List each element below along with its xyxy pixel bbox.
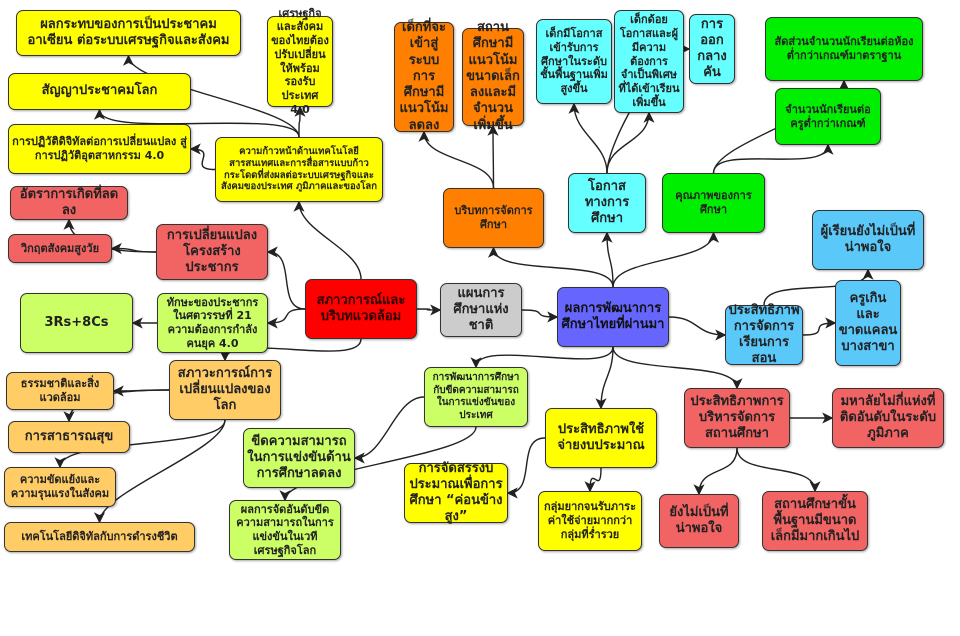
node-ict-advance[interactable]: ความก้าวหน้าด้านเทคโนโลยีสารสนเทศและการส… bbox=[215, 137, 383, 202]
node-past-education-results[interactable]: ผลการพัฒนาการศึกษาไทยที่ผ่านมา bbox=[557, 287, 669, 347]
node-competitiveness-ranking[interactable]: ผลการจัดอันดับขีดความสามารถในการแข่งขันใ… bbox=[229, 500, 341, 560]
connector-arrow bbox=[93, 108, 300, 138]
node-education-context[interactable]: บริบทการจัดการศึกษา bbox=[443, 188, 544, 248]
connector-arrow bbox=[693, 447, 738, 496]
node-social-contract[interactable]: สัญญาประชาคมโลก bbox=[8, 73, 191, 110]
connector-arrow bbox=[266, 308, 306, 329]
node-disadvantaged-enrollment[interactable]: เด็กด้อยโอกาสและผู้มีความต้องการจำเป็นพิ… bbox=[614, 10, 684, 113]
node-teacher-shortage[interactable]: ครูเกินและขาดแคลนบางสาขา bbox=[835, 280, 901, 366]
connector-arrow bbox=[612, 231, 720, 288]
connector-arrow bbox=[487, 124, 499, 189]
node-birth-rate[interactable]: อัตราการเกิดที่ลดลง bbox=[10, 186, 128, 220]
node-digital-living[interactable]: เทคโนโลยีดิจิทัลกับการดำรงชีวิต bbox=[4, 522, 195, 552]
node-budget-allocation[interactable]: การจัดสรรงบประมาณเพื่อการศึกษา “ค่อนข้าง… bbox=[404, 461, 508, 524]
node-competitiveness-decline[interactable]: ขีดความสามารถในการแข่งขันด้านการศึกษาลดล… bbox=[243, 428, 355, 488]
connector-arrow bbox=[712, 143, 834, 174]
node-school-management[interactable]: ประสิทธิภาพการบริหารจัดการสถานศึกษา bbox=[684, 388, 790, 448]
node-school-size-trend[interactable]: สถานศึกษามีแนวโน้มขนาดเล็กลงและมีจำนวนเพ… bbox=[462, 20, 524, 133]
node-population-structure[interactable]: การเปลี่ยนแปลงโครงสร้างประชากร bbox=[156, 224, 268, 280]
connector-arrow bbox=[416, 304, 442, 316]
node-21st-century-skills[interactable]: ทักษะของประชากรในศตวรรษที่ 21 ความต้องกา… bbox=[157, 293, 268, 353]
connector-arrow bbox=[122, 54, 300, 138]
connector-arrow bbox=[601, 231, 614, 288]
node-thailand-4-0[interactable]: เศรษฐกิจและสังคมของไทยต้องปรับเปลี่ยนให้… bbox=[267, 7, 333, 116]
connector-arrow bbox=[418, 130, 495, 189]
connector-arrow bbox=[279, 426, 477, 502]
node-student-teacher-ratio[interactable]: จำนวนนักเรียนต่อครูต่ำกว่าเกณฑ์ bbox=[775, 88, 881, 145]
connector-arrow bbox=[54, 419, 226, 469]
node-public-health[interactable]: การสาธารณสุข bbox=[8, 421, 130, 453]
node-world-change[interactable]: สภาวะการณ์การเปลี่ยนแปลงของโลก bbox=[169, 360, 281, 420]
node-3rs-8cs[interactable]: 3Rs+8Cs bbox=[20, 293, 133, 353]
node-aging-society[interactable]: วิกฤตสังคมสูงวัย bbox=[8, 234, 112, 263]
connector-arrow bbox=[802, 317, 837, 336]
connector-arrow bbox=[612, 346, 743, 390]
node-social-conflict[interactable]: ความขัดแย้งและความรุนแรงในสังคม bbox=[4, 467, 116, 507]
node-education-competitiveness[interactable]: การพัฒนาการศึกษากับขีดความสามารถในการแข่… bbox=[424, 367, 528, 427]
node-poor-burden[interactable]: กลุ่มยากจนรับภาระค่าใช้จ่ายมากกว่ากลุ่มท… bbox=[538, 491, 642, 551]
connector-arrow bbox=[668, 316, 727, 341]
node-education-opportunity[interactable]: โอกาสทางการศึกษา bbox=[568, 173, 646, 233]
connector-arrow bbox=[293, 200, 362, 280]
node-asean-impact[interactable]: ผลกระทบของการเป็นประชาคมอาเซียน ต่อระบบเ… bbox=[16, 10, 241, 56]
node-budget-efficiency[interactable]: ประสิทธิภาพใช้จ่ายงบประมาณ bbox=[545, 408, 657, 468]
connector-arrow bbox=[110, 242, 157, 255]
connector-arrow bbox=[736, 447, 821, 493]
node-nature-environment[interactable]: ธรรมชาติและสิ่งแวดล้อม bbox=[6, 372, 114, 410]
node-small-schools[interactable]: สถานศึกษาขั้นพื้นฐานมีขนาดเล็กมีมากเกินไ… bbox=[762, 491, 868, 551]
node-university-ranking[interactable]: มหาลัยไม่กี่แห่งที่ติดอันดับในระดับภูมิภ… bbox=[832, 388, 944, 448]
connector-arrow bbox=[93, 419, 226, 524]
connector-arrow bbox=[763, 268, 874, 306]
node-unsatisfactory[interactable]: ยังไม่เป็นที่น่าพอใจ bbox=[659, 494, 739, 548]
node-situation-context[interactable]: สภาวการณ์และบริบทแวดล้อม bbox=[305, 279, 417, 339]
node-national-education-plan[interactable]: แผนการศึกษาแห่งชาติ bbox=[440, 283, 522, 337]
connector-arrow bbox=[189, 143, 216, 171]
connector-arrow bbox=[521, 309, 559, 323]
connector-arrow bbox=[568, 102, 608, 174]
node-class-ratio[interactable]: สัดส่วนจำนวนนักเรียนต่อห้องต่ำกว่าเกณฑ์ม… bbox=[765, 17, 923, 81]
connector-arrow bbox=[470, 346, 614, 369]
connector-arrow bbox=[595, 346, 614, 410]
node-education-quality[interactable]: คุณภาพของการศึกษา bbox=[662, 173, 765, 233]
node-declining-children[interactable]: เด็กที่จะเข้าสู่ระบบการศึกษามีแนวโน้มลดล… bbox=[394, 20, 454, 133]
node-basic-enrollment[interactable]: เด็กมีโอกาสเข้ารับการศึกษาในระดับชั้นพื้… bbox=[536, 19, 612, 104]
node-teaching-efficiency[interactable]: ประสิทธิภาพการจัดการเรียนการสอน bbox=[725, 303, 803, 366]
node-digital-revolution[interactable]: การปฏิวัติดิจิทัลต่อการเปลี่ยนแปลง สู่กา… bbox=[8, 124, 191, 174]
connector-arrow bbox=[506, 437, 546, 499]
connector-arrow bbox=[353, 396, 425, 464]
node-dropout[interactable]: การออกกลางคัน bbox=[689, 14, 735, 84]
node-learners-unsatisfactory[interactable]: ผู้เรียนยังไม่เป็นที่น่าพอใจ bbox=[812, 210, 924, 270]
connector-arrow bbox=[266, 246, 306, 310]
connector-arrow bbox=[606, 111, 655, 174]
connector-arrow bbox=[294, 105, 306, 138]
connector-arrow bbox=[584, 467, 602, 493]
connector-arrow bbox=[487, 246, 614, 288]
